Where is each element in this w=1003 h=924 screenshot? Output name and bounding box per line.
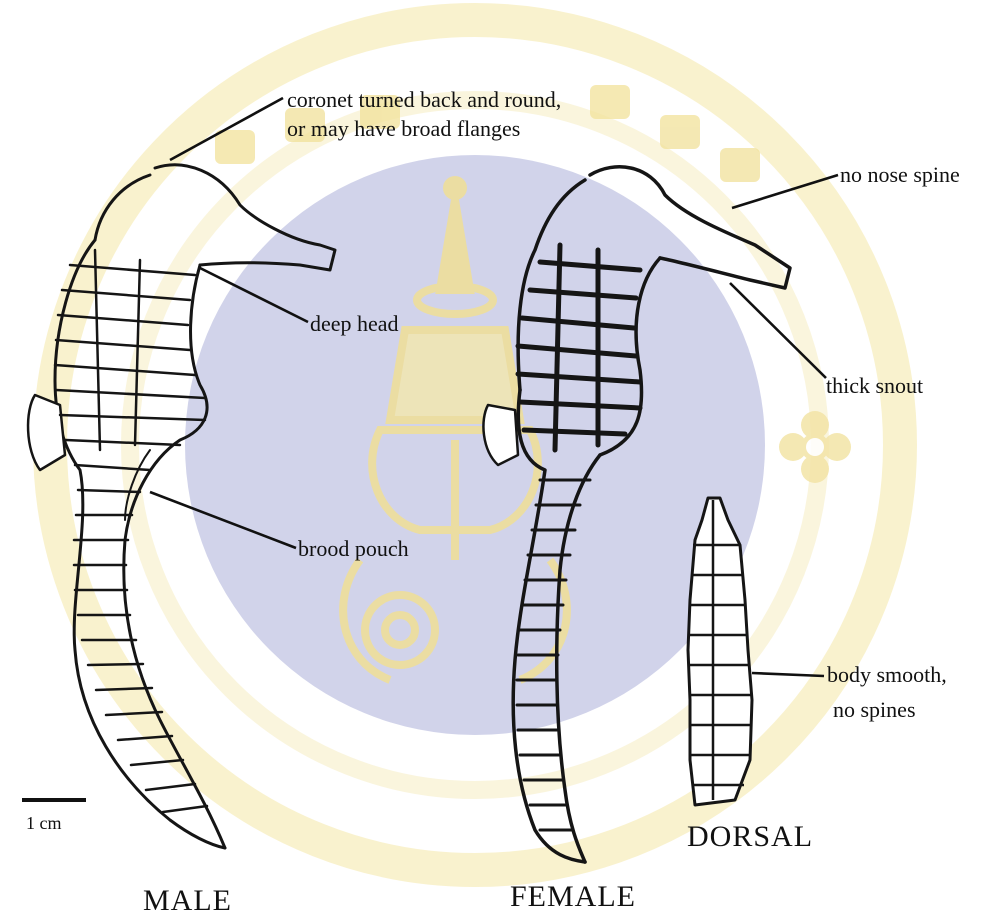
caption-dorsal: DORSAL <box>687 820 813 854</box>
caption-male: MALE <box>143 884 232 918</box>
label-thick-snout: thick snout <box>826 373 923 398</box>
label-body-smooth-line1: body smooth, <box>827 662 947 687</box>
caption-female: FEMALE <box>510 880 636 914</box>
label-no-nose-spine: no nose spine <box>840 162 960 187</box>
label-deep-head: deep head <box>310 311 399 336</box>
label-body-smooth-line2: no spines <box>833 697 916 722</box>
flower-ornament-icon <box>779 411 851 483</box>
label-brood-pouch: brood pouch <box>298 536 409 561</box>
scale-bar-label: 1 cm <box>26 813 62 834</box>
seal-disc <box>185 155 765 735</box>
label-coronet-line1: coronet turned back and round, <box>287 87 561 112</box>
label-coronet-line2: or may have broad flanges <box>287 116 520 141</box>
